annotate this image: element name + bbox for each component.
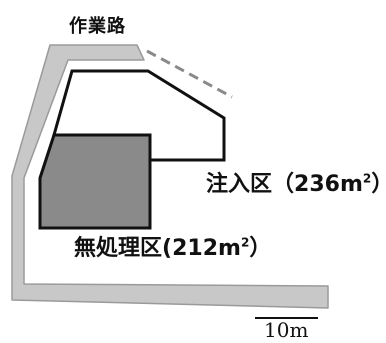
injection-zone-area: [52, 69, 226, 162]
injection-zone-open-paren: （: [272, 172, 295, 197]
injection-zone-area-value: 236m: [294, 172, 363, 197]
injection-zone-area-exponent: 2: [362, 171, 372, 186]
injection-zone-close-paren: ）: [371, 172, 386, 197]
untreated-zone-label: 無処理区(212m2）: [74, 230, 271, 262]
untreated-zone-close-paren: ）: [249, 236, 272, 261]
scale-bar-label: 10m: [264, 318, 309, 342]
work-road-label: 作業路: [69, 16, 126, 37]
work-road-dashed-extension: [146, 49, 233, 99]
untreated-zone-area-value: 212m: [172, 236, 241, 261]
untreated-zone-area: [38, 133, 152, 230]
injection-zone-label: 注入区（236m2）: [206, 166, 386, 198]
untreated-zone-open-paren: (: [162, 236, 173, 261]
untreated-zone-area-exponent: 2: [240, 235, 250, 250]
work-road-band: [11, 44, 329, 309]
untreated-zone-name: 無処理区: [74, 236, 163, 261]
injection-zone-name: 注入区: [206, 172, 273, 197]
